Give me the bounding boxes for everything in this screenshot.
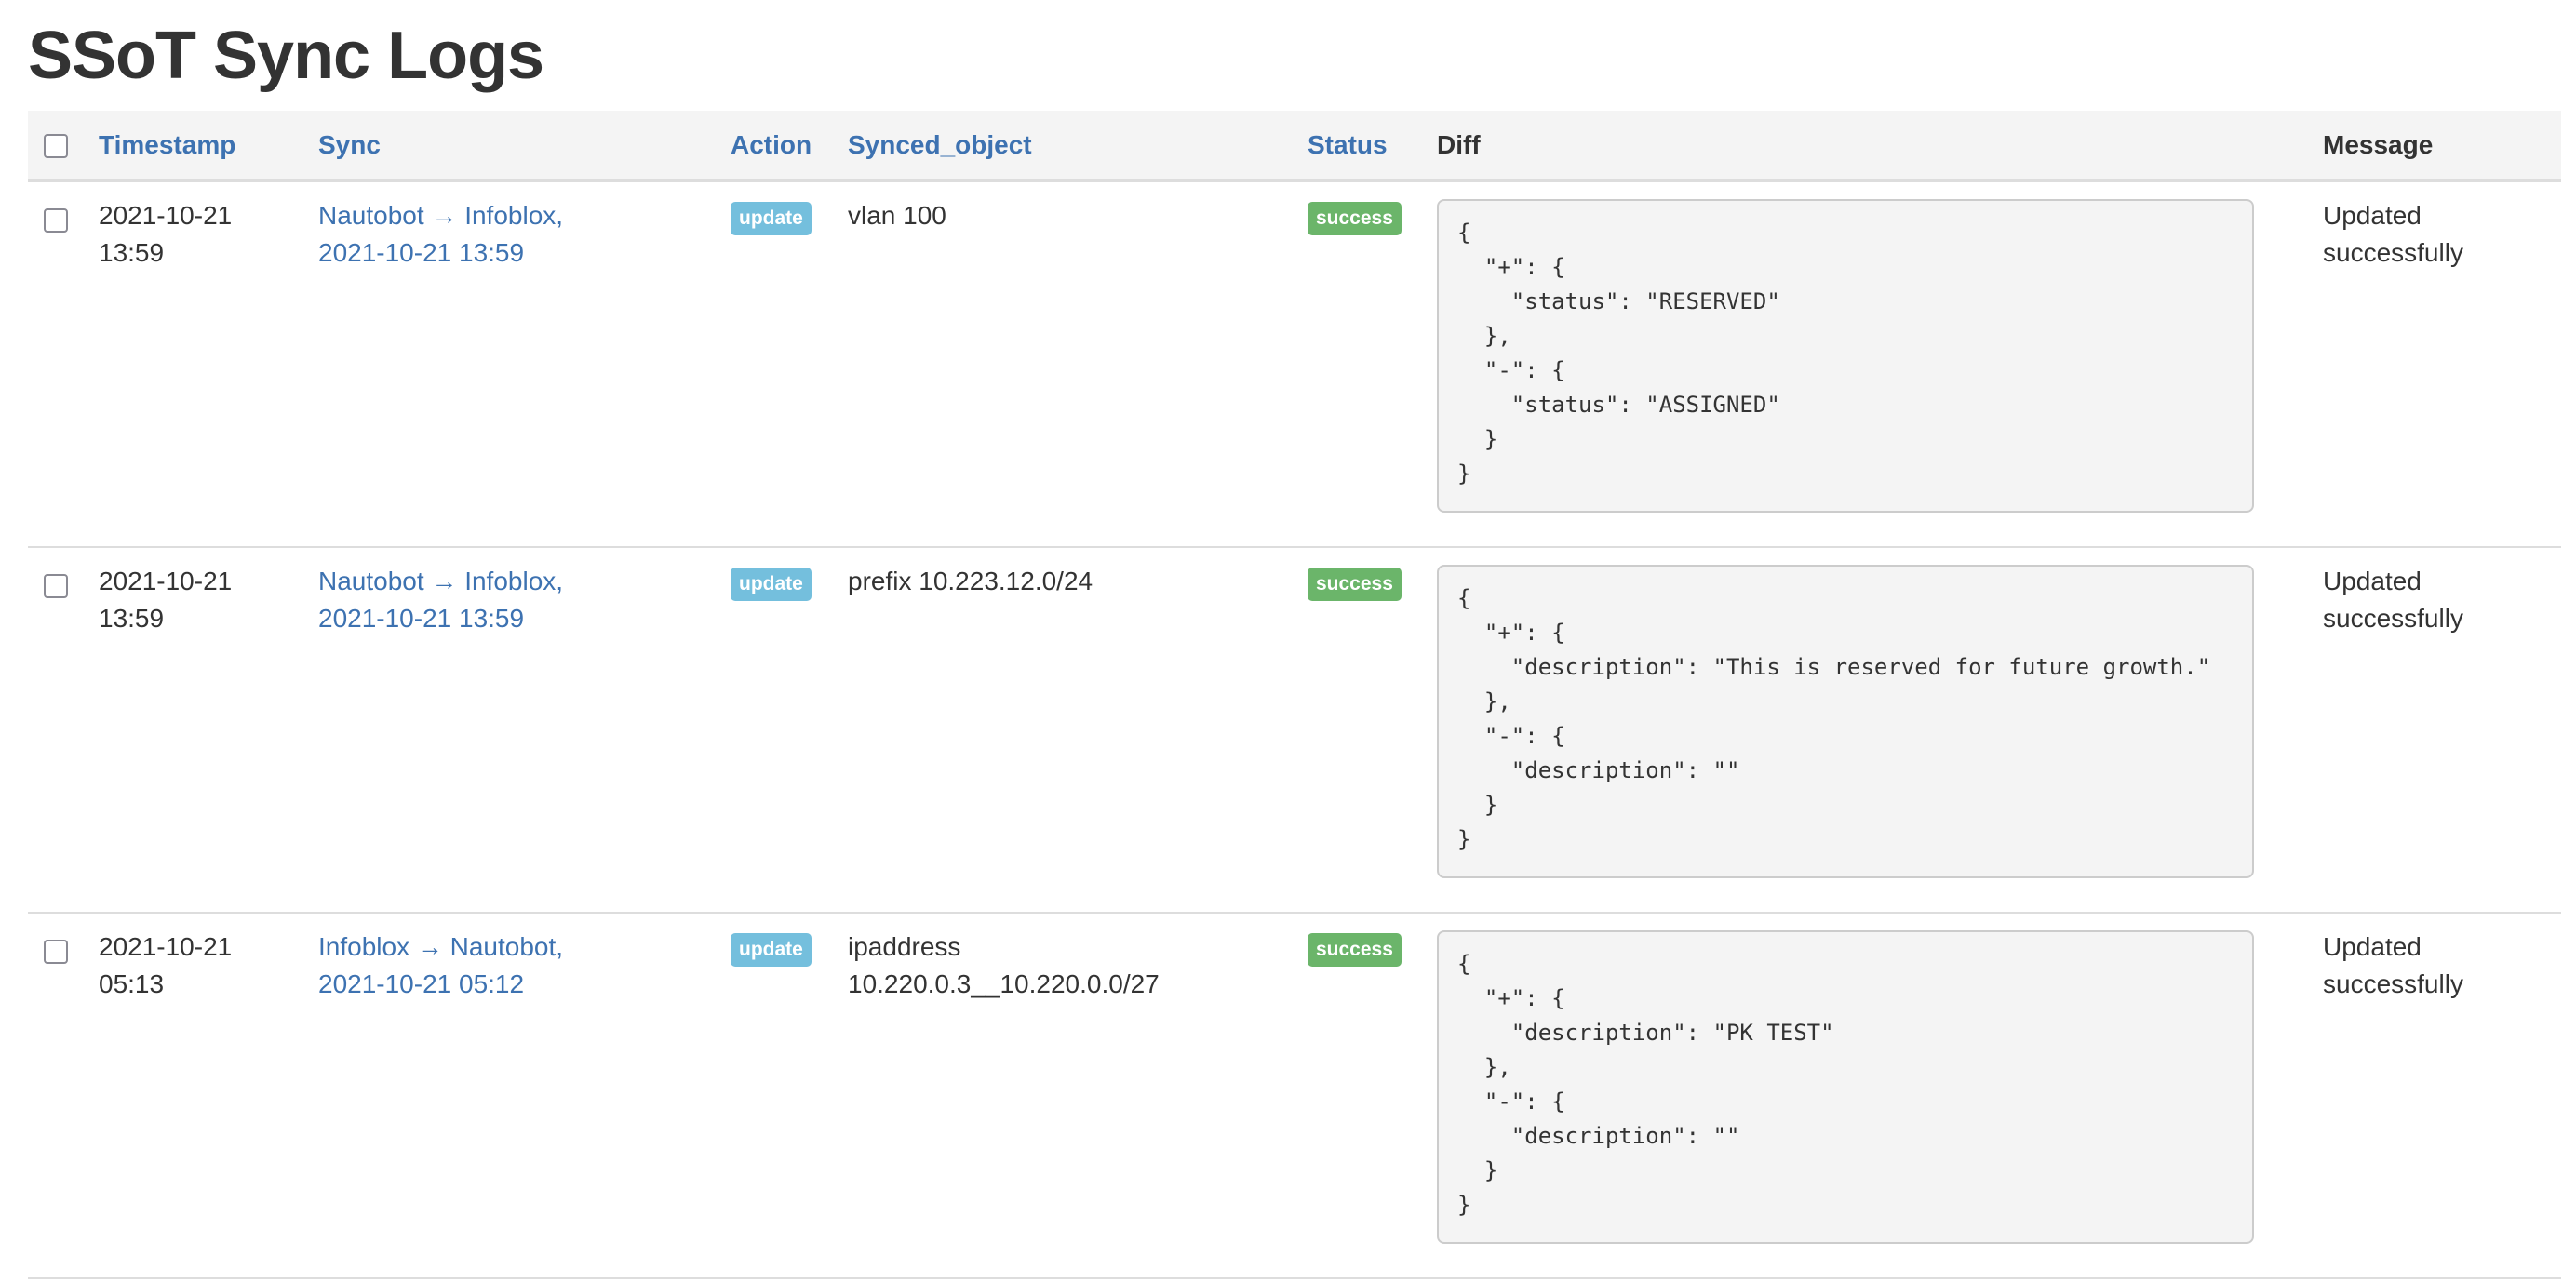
row-checkbox[interactable] xyxy=(44,207,68,233)
timestamp-time: 13:59 xyxy=(99,604,165,633)
table-row: 2021-10-21 13:59 Nautobot → Infoblox, 20… xyxy=(28,547,2561,914)
synced-object-line2: 10.220.0.3__10.220.0.0/27 xyxy=(848,969,1160,998)
column-header-message: Message xyxy=(2308,111,2561,182)
sync-link[interactable]: Infoblox → Nautobot, 2021-10-21 05:12 xyxy=(318,928,701,1003)
message-line2: successfully xyxy=(2323,604,2463,633)
message-line2: successfully xyxy=(2323,969,2463,998)
message-cell: Updated successfully xyxy=(2308,180,2561,548)
diff-cell: { "+": { "description": "PK TEST" }, "-"… xyxy=(1422,913,2308,1279)
column-header-status[interactable]: Status xyxy=(1293,111,1422,182)
sync-link-line2: 2021-10-21 05:12 xyxy=(318,969,525,998)
synced-object-cell: prefix 10.223.12.0/24 xyxy=(833,547,1293,914)
synced-object-cell: vlan 100 xyxy=(833,180,1293,548)
synced-object-line1: prefix 10.223.12.0/24 xyxy=(848,567,1093,595)
select-all-checkbox[interactable] xyxy=(44,134,68,159)
row-select-cell xyxy=(28,913,84,1279)
message-line1: Updated xyxy=(2323,932,2422,961)
row-select-cell xyxy=(28,547,84,914)
page-title: SSoT Sync Logs xyxy=(28,19,544,93)
status-badge: success xyxy=(1308,933,1402,967)
sync-link[interactable]: Nautobot → Infoblox, 2021-10-21 13:59 xyxy=(318,197,701,272)
action-cell: update xyxy=(716,547,833,914)
timestamp-cell: 2021-10-21 13:59 xyxy=(84,547,303,914)
row-select-cell xyxy=(28,180,84,548)
synced-object-line1: vlan 100 xyxy=(848,201,946,230)
sync-cell: Infoblox → Nautobot, 2021-10-21 05:12 xyxy=(303,913,716,1279)
sync-cell: Nautobot → Infoblox, 2021-10-21 13:59 xyxy=(303,180,716,548)
timestamp-date: 2021-10-21 xyxy=(99,567,233,595)
timestamp-time: 13:59 xyxy=(99,238,165,267)
action-badge: update xyxy=(731,568,812,601)
action-cell: update xyxy=(716,180,833,548)
table-row: 2021-10-21 13:59 Nautobot → Infoblox, 20… xyxy=(28,180,2561,548)
status-badge: success xyxy=(1308,568,1402,601)
row-checkbox[interactable] xyxy=(44,939,68,964)
diff-block: { "+": { "status": "RESERVED" }, "-": { … xyxy=(1437,199,2254,513)
table-row: 2021-10-21 05:13 Infoblox → Nautobot, 20… xyxy=(28,913,2561,1279)
status-cell: success xyxy=(1293,547,1422,914)
diff-block: { "+": { "description": "This is reserve… xyxy=(1437,565,2254,878)
status-cell: success xyxy=(1293,180,1422,548)
status-cell: success xyxy=(1293,913,1422,1279)
column-header-timestamp[interactable]: Timestamp xyxy=(84,111,303,182)
timestamp-cell: 2021-10-21 05:13 xyxy=(84,913,303,1279)
sync-cell: Nautobot → Infoblox, 2021-10-21 13:59 xyxy=(303,547,716,914)
action-badge: update xyxy=(731,933,812,967)
sync-link-line1: Nautobot → Infoblox, xyxy=(318,567,564,595)
select-all-header xyxy=(28,111,84,182)
table-header-row: Timestamp Sync Action Synced_object Stat… xyxy=(28,111,2561,182)
column-header-diff: Diff xyxy=(1422,111,2308,182)
synced-object-cell: ipaddress 10.220.0.3__10.220.0.0/27 xyxy=(833,913,1293,1279)
action-badge: update xyxy=(731,202,812,235)
message-cell: Updated successfully xyxy=(2308,547,2561,914)
diff-cell: { "+": { "description": "This is reserve… xyxy=(1422,547,2308,914)
diff-cell: { "+": { "status": "RESERVED" }, "-": { … xyxy=(1422,180,2308,548)
sync-link-line2: 2021-10-21 13:59 xyxy=(318,604,525,633)
timestamp-time: 05:13 xyxy=(99,969,165,998)
timestamp-cell: 2021-10-21 13:59 xyxy=(84,180,303,548)
sync-link-line2: 2021-10-21 13:59 xyxy=(318,238,525,267)
status-badge: success xyxy=(1308,202,1402,235)
row-checkbox[interactable] xyxy=(44,573,68,598)
column-header-sync[interactable]: Sync xyxy=(303,111,716,182)
sync-link-line1: Infoblox → Nautobot, xyxy=(318,932,564,961)
action-cell: update xyxy=(716,913,833,1279)
synced-object-line1: ipaddress xyxy=(848,932,961,961)
column-header-synced-object[interactable]: Synced_object xyxy=(833,111,1293,182)
column-header-action[interactable]: Action xyxy=(716,111,833,182)
sync-link-line1: Nautobot → Infoblox, xyxy=(318,201,564,230)
message-line2: successfully xyxy=(2323,238,2463,267)
timestamp-date: 2021-10-21 xyxy=(99,201,233,230)
sync-link[interactable]: Nautobot → Infoblox, 2021-10-21 13:59 xyxy=(318,563,701,637)
message-cell: Updated successfully xyxy=(2308,913,2561,1279)
sync-logs-table: Timestamp Sync Action Synced_object Stat… xyxy=(28,111,2561,1279)
message-line1: Updated xyxy=(2323,201,2422,230)
message-line1: Updated xyxy=(2323,567,2422,595)
diff-block: { "+": { "description": "PK TEST" }, "-"… xyxy=(1437,930,2254,1244)
timestamp-date: 2021-10-21 xyxy=(99,932,233,961)
